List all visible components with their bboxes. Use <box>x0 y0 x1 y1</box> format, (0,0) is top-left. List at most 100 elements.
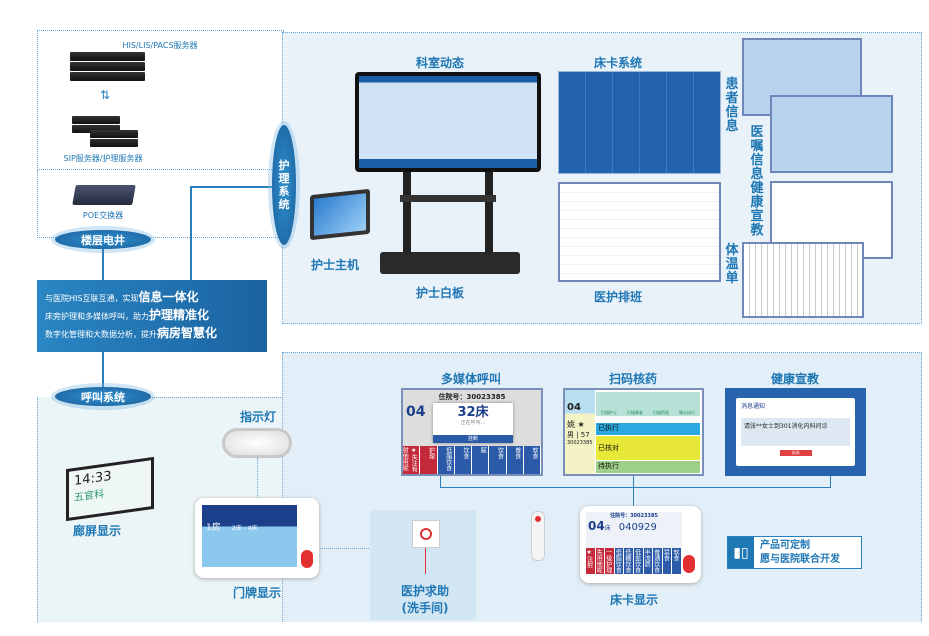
close-button[interactable]: 关闭 <box>779 450 812 456</box>
corridor-screen: 14:33 五官科 <box>69 460 151 518</box>
bed-card-display-label: 床卡显示 <box>609 593 659 607</box>
bed-card-unit: 床 <box>604 525 611 532</box>
status-text: 已执行 <box>598 424 619 432</box>
health-education-label: 健康宣教 <box>750 181 764 238</box>
nurse-host-screen <box>314 193 366 236</box>
medical-orders-screen <box>770 95 893 173</box>
multimedia-call-label: 多媒体呼叫 <box>440 372 502 386</box>
status-text: 待执行 <box>598 462 619 470</box>
indicator-light-icon <box>222 428 292 458</box>
bed-card-device: 住院号：30023385 04 床 040929 ★注射用失用他呢一级护理低脂饮… <box>580 506 701 583</box>
dotted-connector <box>320 548 375 549</box>
nurse-host-label: 护士主机 <box>310 258 360 272</box>
connector-line <box>102 352 104 388</box>
diet-tag: 低盐饮食 <box>633 548 644 574</box>
connector-line <box>830 476 831 488</box>
bed-card-bed: 04 <box>588 519 605 533</box>
diet-tag: 低脂饮食 <box>614 548 625 574</box>
whiteboard-content <box>359 76 537 168</box>
connector-line <box>102 249 104 280</box>
scan-step: 扫描患者 <box>627 410 643 415</box>
stand-base <box>380 252 520 274</box>
bed-card-system-screen <box>558 71 721 174</box>
server-icon <box>72 125 120 133</box>
diet-tag: 低脂饮食 <box>437 446 455 474</box>
poe-switch-label: POE交换器 <box>82 211 124 220</box>
diet-tag: 普通饮食 <box>653 548 663 574</box>
diet-tag: 一级护理 <box>605 548 615 574</box>
his-server-label: HIS/LIS/PACS服务器 <box>122 41 198 50</box>
temperature-chart-screen <box>742 242 864 318</box>
hangup-button[interactable]: 挂断 <box>433 435 513 443</box>
connector-line <box>190 186 192 280</box>
summary-highlight: 护理精准化 <box>149 308 210 322</box>
summary-box: 与医院HIS互联互通，实现信息一体化 床旁护理和多媒体呼叫，助力护理精准化 数字… <box>37 280 267 352</box>
poe-switch-icon <box>72 185 136 205</box>
status-checked: 已核对 <box>596 436 700 460</box>
customizable-box: ▮▯ 产品可定制 愿与医院联合开发 <box>727 536 862 569</box>
floor-well-badge: 楼层电井 <box>55 230 151 249</box>
help-button-label: 医护求助 <box>400 584 450 598</box>
multimedia-call-screen: 住院号：30023385 04 ★失注有射他用呢护理低脂饮食饮食腻饮食普食软食 … <box>401 388 543 476</box>
server-room-panel <box>37 30 284 170</box>
patient-info-label: 患者信息 <box>725 77 739 134</box>
server-icon <box>70 72 145 81</box>
scan-steps: 扫描护士扫描患者扫描药瓶确认执行 <box>596 392 700 416</box>
pull-cord <box>425 548 426 574</box>
bed-card-system-label: 床卡系统 <box>593 56 643 70</box>
bed-card-code: 040929 <box>618 522 657 533</box>
summary-text: 与医院HIS互联互通，实现 <box>45 294 139 303</box>
call-system-badge: 呼叫系统 <box>55 387 151 406</box>
status-executed: 已执行 <box>596 423 700 435</box>
scan-medicine-screen: 04 姚 ★ 男 | 57 30023385 扫描护士扫描患者扫描药瓶确认执行 … <box>563 388 704 476</box>
scan-step: 扫描药瓶 <box>653 410 669 415</box>
notice-message: 请张**女士到301消化内科问诊 <box>741 418 850 446</box>
dotted-connector <box>257 458 258 498</box>
health-education-call-screen: 消息通知 请张**女士到301消化内科问诊 关闭 <box>725 388 866 476</box>
diet-tag: 饮食 <box>489 446 507 474</box>
door-room: 1房 <box>206 523 221 533</box>
dotted-connector <box>150 397 283 398</box>
popup-bed: 32床 <box>457 405 489 420</box>
door-screen: 1房 2床 - 4床 <box>202 505 297 567</box>
corridor-display-label: 廊屏显示 <box>72 524 122 538</box>
diet-tag: 半流质 <box>643 548 654 574</box>
medical-orders-label: 医嘱信息 <box>750 125 764 182</box>
notice-title: 消息通知 <box>741 403 766 410</box>
diet-tag: 禁食 <box>662 548 673 574</box>
summary-line: 床旁护理和多媒体呼叫，助力护理精准化 <box>45 305 259 327</box>
sip-server-label: SIP服务器/护理服务器 <box>63 154 143 163</box>
diet-tag: ★失注有射他用呢 <box>403 446 421 474</box>
stand-pole <box>485 172 493 267</box>
server-icon <box>70 52 145 61</box>
stand-shelf <box>400 195 496 202</box>
custom-line-1: 产品可定制 <box>760 540 810 551</box>
bed-card-screen: 住院号：30023385 04 床 040929 ★注射用失用他呢一级护理低脂饮… <box>586 512 682 574</box>
customize-icon: ▮▯ <box>728 537 754 568</box>
server-icon <box>90 130 138 138</box>
scan-step: 确认执行 <box>679 410 695 415</box>
help-location-label: (洗手间) <box>401 601 449 615</box>
server-icon <box>72 116 120 124</box>
diet-tag: 软食 <box>523 446 541 474</box>
connector-line <box>633 476 634 506</box>
call-handset[interactable] <box>531 511 545 561</box>
indicator-light-label: 指示灯 <box>239 410 277 424</box>
call-button-icon[interactable] <box>301 550 313 568</box>
summary-highlight: 病房智慧化 <box>157 326 218 340</box>
dept-dynamics-label: 科室动态 <box>415 56 465 70</box>
nurse-whiteboard-label: 护士白板 <box>415 286 465 300</box>
summary-text: 床旁护理和多媒体呼叫，助力 <box>45 312 149 321</box>
call-popup: 32床 正在呼叫... 挂断 <box>433 403 513 443</box>
sync-arrows-icon: ⇅ <box>100 88 111 102</box>
summary-highlight: 信息一体化 <box>138 290 199 304</box>
call-button-icon[interactable] <box>683 555 695 573</box>
bed-number: 04 <box>406 404 426 420</box>
connector-line <box>440 476 441 488</box>
door-display-label: 门牌显示 <box>232 586 282 600</box>
help-button-icon <box>420 528 432 540</box>
help-button-device[interactable] <box>412 520 440 548</box>
scan-patient-panel: 04 姚 ★ 男 | 57 30023385 <box>565 390 595 474</box>
staff-schedule-screen <box>558 182 721 282</box>
scan-id: 30023385 <box>567 440 593 446</box>
